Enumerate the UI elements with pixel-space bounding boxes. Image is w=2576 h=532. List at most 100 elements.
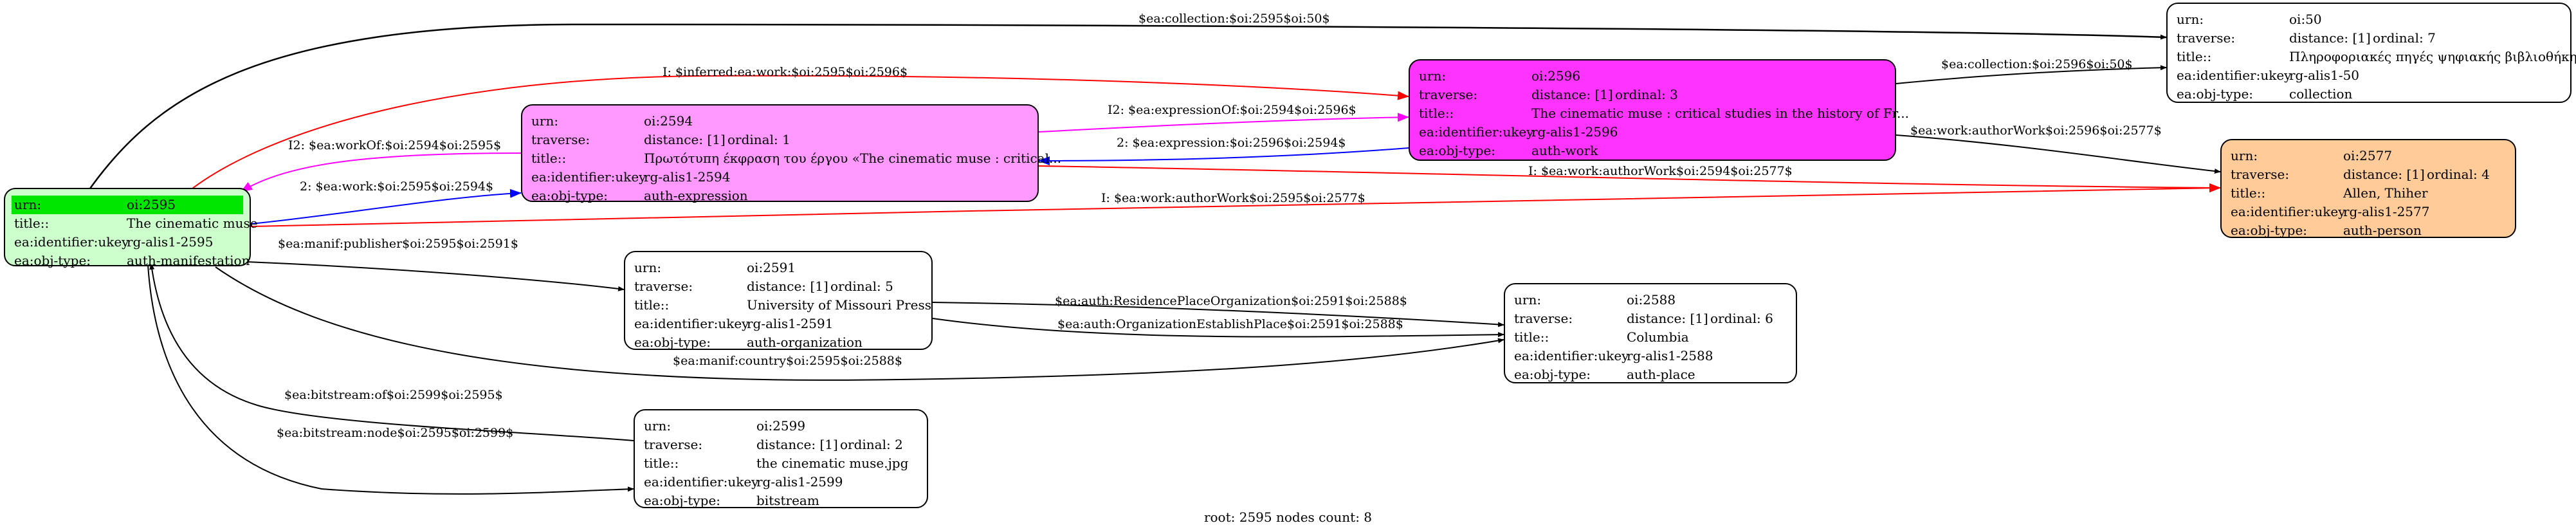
edge-publisher-2595-2591 <box>215 260 625 291</box>
edge-expression-2596-2594 <box>1038 147 1409 165</box>
field-value: Allen, Thiher <box>2343 185 2428 201</box>
edge-label: $ea:bitstream:of$oi:2599$oi:2595$ <box>284 388 503 402</box>
field-value: Πληροφοριακές πηγές ψηφιακής βιβλιοθήκης <box>2289 49 2576 64</box>
field-value: auth-expression <box>644 188 748 203</box>
field-key: traverse: <box>1514 311 1573 326</box>
field-key: traverse: <box>634 279 693 294</box>
field-key: urn: <box>531 113 559 129</box>
field-key: title:: <box>634 297 670 313</box>
field-key: urn: <box>1514 292 1542 307</box>
field-value: distance: [1] <box>644 132 726 147</box>
field-key: ea:identifier:ukey <box>531 169 646 185</box>
field-key: title:: <box>2177 49 2212 64</box>
field-value: rg-alis1-2595 <box>127 234 214 250</box>
field-key: ea:obj-type: <box>2231 223 2308 238</box>
field-value: Πρωτότυπη έκφραση του έργου «The cinemat… <box>644 151 1062 166</box>
field-value: rg-alis1-2596 <box>1531 124 1618 140</box>
field-value: The cinematic muse : critical studies in… <box>1531 105 1910 121</box>
field-key: ea:obj-type: <box>644 493 721 508</box>
edge-residence-2591-2588 <box>932 302 1504 327</box>
node-oi-2591[interactable]: urn: oi:2591 traverse: distance: [1]ordina… <box>624 251 933 350</box>
field-value: distance: [1] <box>2289 30 2371 46</box>
field-key: urn: <box>634 260 662 275</box>
edge-collection-2595-50 <box>86 23 2167 194</box>
field-value: auth-manifestation <box>127 253 250 268</box>
field-value: Columbia <box>1627 329 1689 345</box>
field-key: ea:identifier:ukey <box>2231 204 2346 219</box>
edge-country-2595-2588 <box>215 266 1504 381</box>
edge-label: $ea:manif:country$oi:2595$oi:2588$ <box>673 354 902 368</box>
edge-label: $ea:auth:OrganizationEstablishPlace$oi:2… <box>1057 317 1403 331</box>
edge-inferred-work-2595-2596 <box>189 75 1409 191</box>
edge-label: $ea:auth:ResidencePlaceOrganization$oi:2… <box>1055 294 1407 308</box>
edge-authorwork-2596-2577 <box>1895 134 2221 174</box>
field-value: distance: [1] <box>747 279 828 294</box>
edge-label: 2: $ea:expression:$oi:2596$oi:2594$ <box>1117 136 1346 150</box>
edge-bitstreamnode-2595-2599 <box>147 264 634 495</box>
field-value: auth-place <box>1627 367 1695 382</box>
node-oi-2599[interactable]: urn:oi:2599 traverse:distance: [1]ordina… <box>634 409 928 508</box>
node-oi-2577[interactable]: urn: oi:2577 traverse: distance: [1]ordina… <box>2220 139 2516 238</box>
edge-bitstreamof-2599-2595 <box>149 263 634 441</box>
field-key: ea:identifier:ukey <box>644 474 759 490</box>
field-value: auth-person <box>2343 223 2422 238</box>
field-value: rg-alis1-2588 <box>1627 348 1713 363</box>
field-key: urn: <box>14 197 42 212</box>
field-key: title:: <box>531 151 567 166</box>
field-value: oi:2594 <box>644 113 693 129</box>
edge-label: $ea:bitstream:node$oi:2595$oi:2599$ <box>277 426 513 440</box>
edge-work-2595-2594 <box>250 188 522 225</box>
field-value: ordinal: 5 <box>830 279 893 294</box>
edge-label: $ea:collection:$oi:2595$oi:50$ <box>1138 12 1330 26</box>
field-key: urn: <box>2177 12 2204 27</box>
edge-label: I2: $ea:expressionOf:$oi:2594$oi:2596$ <box>1108 103 1357 117</box>
field-key: traverse: <box>1419 87 1478 102</box>
field-key: traverse: <box>2177 30 2236 46</box>
node-oi-2588[interactable]: urn:oi:2588 traverse:distance: [1]ordina… <box>1504 283 1797 383</box>
field-value: distance: [1] <box>1531 87 1613 102</box>
field-key: ea:obj-type: <box>1514 367 1591 382</box>
node-oi-2594[interactable]: urn: oi:2594 traverse: distance: [1]ordina… <box>521 104 1061 203</box>
field-value: University of Missouri Press <box>747 297 932 313</box>
field-key: ea:identifier:ukey <box>634 316 749 331</box>
field-key: traverse: <box>2231 167 2290 182</box>
field-value: rg-alis1-2591 <box>747 316 834 331</box>
edge-label: $ea:work:authorWork$oi:2596$oi:2577$ <box>1910 124 2162 138</box>
field-value: oi:2577 <box>2343 148 2393 163</box>
field-value: rg-alis1-2599 <box>756 474 843 490</box>
field-key: title:: <box>1514 329 1549 345</box>
field-key: ea:obj-type: <box>14 253 91 268</box>
field-value: oi:2591 <box>747 260 796 275</box>
edge-label: 2: $ea:work:$oi:2595$oi:2594$ <box>300 179 493 194</box>
field-value: oi:2588 <box>1627 292 1676 307</box>
field-key: urn: <box>1419 68 1447 84</box>
field-key: title:: <box>644 455 679 471</box>
field-value: ordinal: 7 <box>2373 30 2436 46</box>
field-value: ordinal: 4 <box>2427 167 2490 182</box>
field-value: ordinal: 1 <box>727 132 790 147</box>
field-value: distance: [1] <box>2343 167 2425 182</box>
edge-workof-2594-2595 <box>241 152 522 192</box>
field-key: urn: <box>2231 148 2258 163</box>
graph-footer: root: 2595 nodes count: 8 <box>1203 509 1373 525</box>
edge-label: I: $inferred:ea:work:$oi:2595$oi:2596$ <box>662 65 908 79</box>
field-value: The cinematic muse <box>127 216 258 231</box>
field-key: title:: <box>14 216 50 231</box>
field-key: ea:identifier:ukey <box>2177 68 2292 83</box>
node-oi-50[interactable]: urn:oi:50 traverse:distance: [1]ordinal:… <box>2166 3 2576 103</box>
edge-label: $ea:manif:publisher$oi:2595$oi:2591$ <box>278 237 518 251</box>
field-value: ordinal: 2 <box>840 437 903 452</box>
field-value: distance: [1] <box>756 437 838 452</box>
edge-label: I: $ea:work:authorWork$oi:2594$oi:2577$ <box>1528 164 1793 178</box>
field-key: ea:identifier:ukey <box>1419 124 1534 140</box>
field-value: rg-alis1-50 <box>2289 68 2360 83</box>
field-key: ea:identifier:ukey <box>14 234 129 250</box>
edge-establish-2591-2588 <box>932 318 1504 338</box>
field-key: title:: <box>1419 105 1454 121</box>
field-value: oi:2596 <box>1531 68 1581 84</box>
node-oi-2595[interactable]: urn:oi:2595 title::The cinematic muse ea… <box>4 188 258 268</box>
field-key: traverse: <box>531 132 590 147</box>
field-key: traverse: <box>644 437 703 452</box>
node-oi-2596[interactable]: urn:oi:2596 traverse:distance: [1]ordina… <box>1409 59 1909 161</box>
